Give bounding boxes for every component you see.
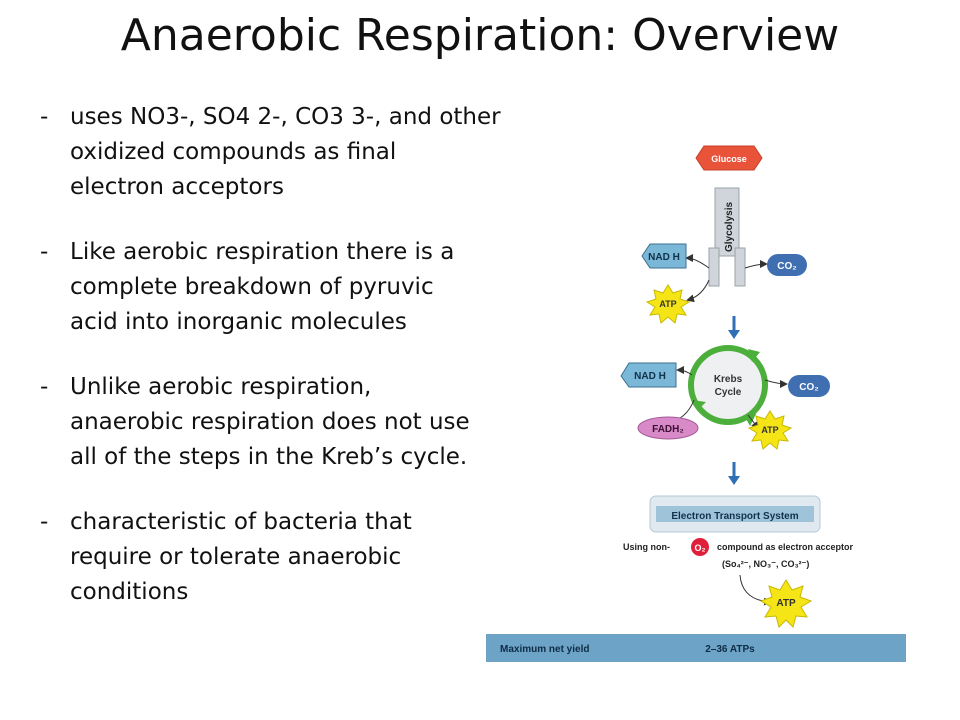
co2-label: CO₂ [777, 261, 796, 272]
bullet-line: characteristic of bacteria that [70, 509, 412, 535]
bullet-line: all of the steps in the Kreb’s cycle. [70, 444, 468, 470]
bullet-line: uses NO3-, SO4 2-, CO3 3-, and other [70, 104, 501, 130]
nadh-node: NAD H [620, 362, 677, 388]
krebs-cycle: Krebs Cycle [666, 345, 788, 430]
atp-burst: ATP [759, 579, 813, 628]
bullet-line: acid into inorganic molecules [70, 309, 407, 335]
co2-node: CO₂ [788, 375, 830, 397]
ets-bar: Electron Transport System [649, 495, 821, 533]
co2-label: CO₂ [799, 382, 818, 393]
ets-label: Electron Transport System [671, 511, 798, 522]
bullet-line: anaerobic respiration does not use [70, 409, 470, 435]
bullet-dash: - [40, 509, 49, 535]
down-arrow-icon [728, 462, 740, 485]
co2-node: CO₂ [767, 254, 807, 276]
atp-burst: ATP [645, 284, 691, 324]
bullet-line: oxidized compounds as final [70, 139, 397, 165]
bullet-line: Like aerobic respiration there is a [70, 239, 455, 265]
acceptors-label: (So₄²⁻, NO₃⁻, CO₃²⁻) [722, 559, 809, 569]
glycolysis-label: Glycolysis [724, 202, 735, 252]
bullet-item: - characteristic of bacteria that requir… [40, 505, 560, 610]
bullet-item: - Unlike aerobic respiration, anaerobic … [40, 370, 560, 475]
bullet-list: - uses NO3-, SO4 2-, CO3 3-, and other o… [40, 100, 560, 640]
nadh-node: NAD H [641, 243, 687, 269]
slide-title: Anaerobic Respiration: Overview [120, 10, 840, 61]
bullet-dash: - [40, 374, 49, 400]
using-non-label: Using non- [623, 542, 670, 552]
bullet-line: require or tolerate anaerobic [70, 544, 402, 570]
bullet-item: - uses NO3-, SO4 2-, CO3 3-, and other o… [40, 100, 560, 205]
glucose-node: Glucose [695, 145, 763, 171]
max-yield-label: Maximum net yield [500, 644, 589, 655]
atp-burst: ATP [747, 410, 793, 450]
glycolysis-pipe: Glycolysis [685, 187, 768, 303]
bullet-dash: - [40, 104, 49, 130]
glucose-label: Glucose [711, 154, 747, 164]
o2-label: O₂ [695, 543, 706, 553]
bullet-line: electron acceptors [70, 174, 284, 200]
compound-label: compound as electron acceptor [717, 542, 854, 552]
atp-label: ATP [776, 598, 796, 609]
atp-label: ATP [659, 299, 676, 309]
bullet-item: - Like aerobic respiration there is a co… [40, 235, 560, 340]
bullet-line: complete breakdown of pyruvic [70, 274, 434, 300]
bullet-dash: - [40, 239, 49, 265]
fadh2-label: FADH₂ [652, 424, 684, 435]
acceptor-line: Using non- O₂ compound as electron accep… [623, 538, 854, 606]
fadh2-node: FADH₂ [637, 416, 699, 440]
respiration-diagram: Glucose Glycolysis NAD H CO₂ ATP Krebs C… [486, 145, 906, 662]
krebs-label-line2: Cycle [715, 387, 742, 398]
krebs-label-line1: Krebs [714, 374, 743, 385]
yield-bar: Maximum net yield 2–36 ATPs [486, 634, 906, 662]
bullet-line: Unlike aerobic respiration, [70, 374, 372, 400]
nadh-label: NAD H [634, 371, 666, 382]
atps-label: 2–36 ATPs [705, 644, 755, 655]
bullet-line: conditions [70, 579, 189, 605]
down-arrow-icon [728, 316, 740, 339]
nadh-label: NAD H [648, 252, 680, 263]
atp-label: ATP [761, 425, 778, 435]
